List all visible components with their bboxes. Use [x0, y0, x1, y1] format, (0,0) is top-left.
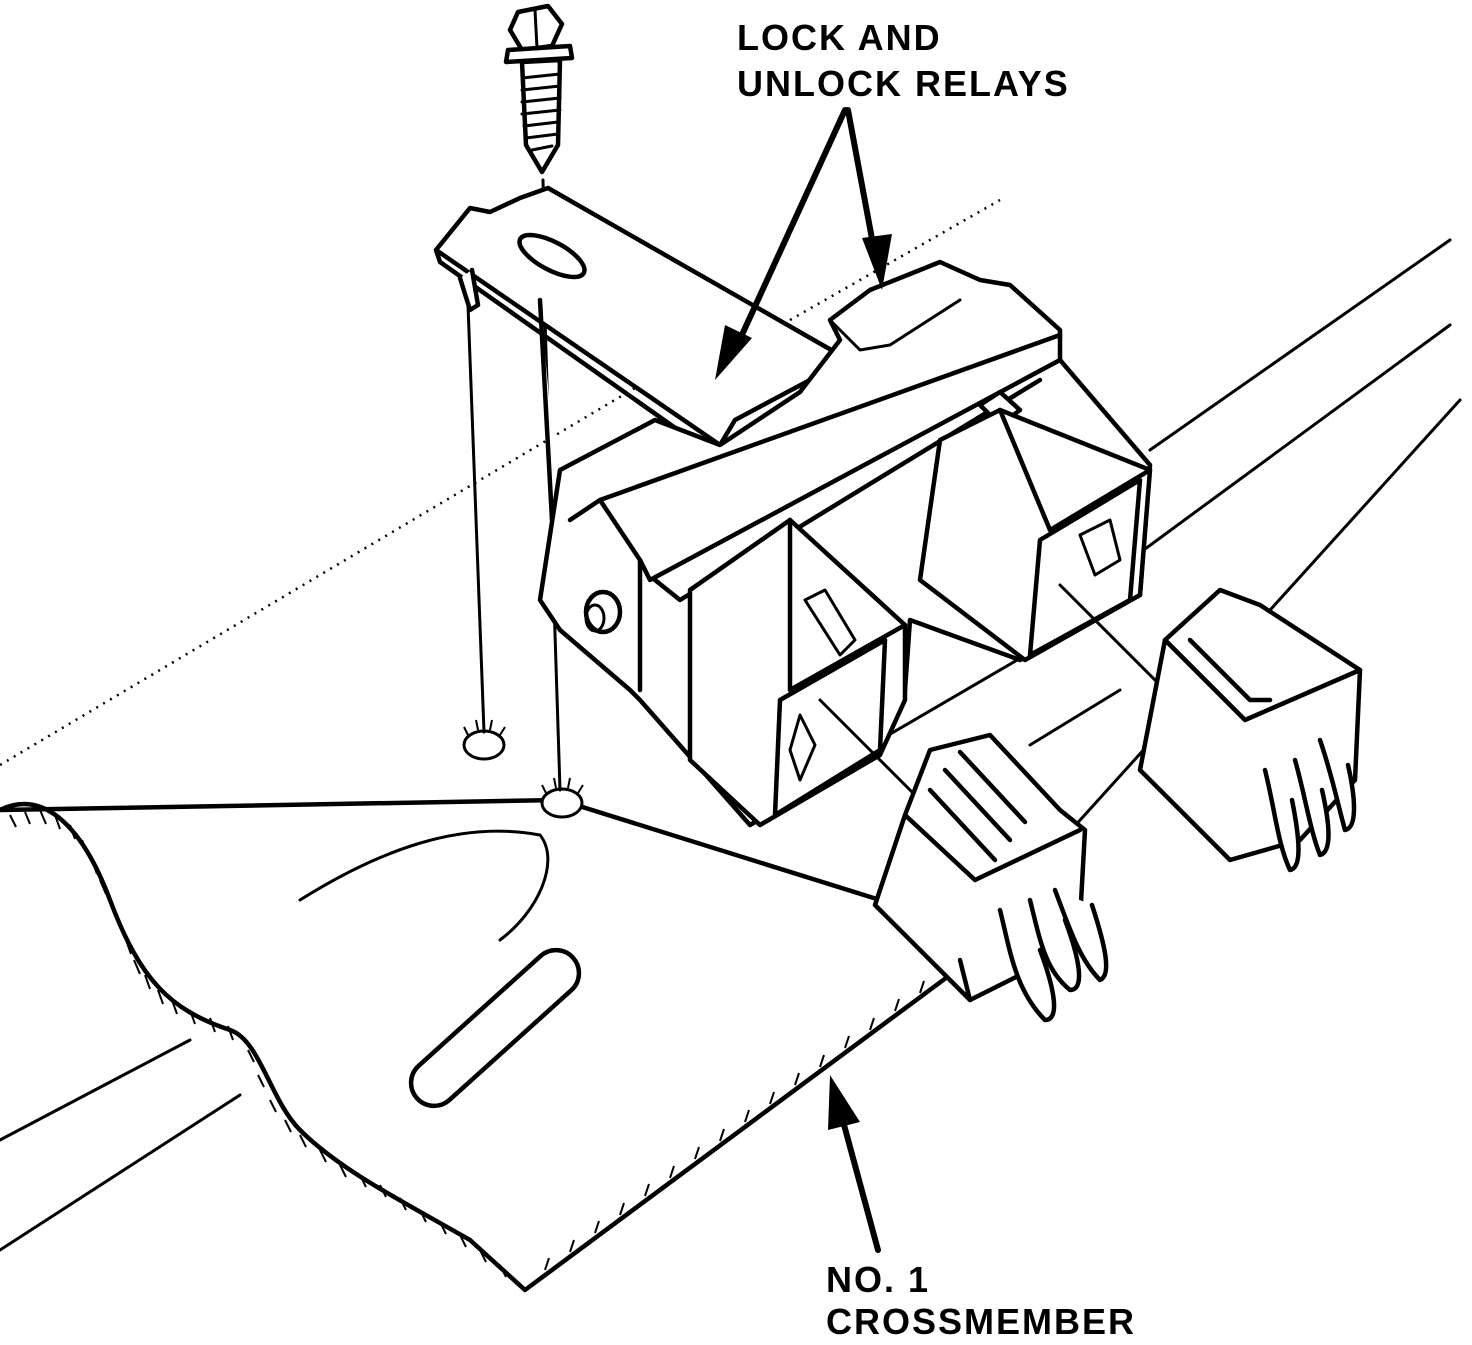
crossmember-plate: [0, 797, 953, 1293]
mounting-hole-left: [462, 729, 506, 761]
dotted-reference-lines: [0, 198, 1001, 767]
mounting-hole-right: [540, 787, 584, 819]
arrowhead-right: [862, 234, 892, 290]
crossmember-label-line2: CROSSMEMBER: [826, 1301, 1136, 1340]
leader-arrows: [715, 107, 892, 1253]
arrowhead-crossmember: [828, 1075, 860, 1130]
relay-socket-left: [687, 517, 982, 862]
label-relays: LOCK AND UNLOCK RELAYS: [737, 17, 1070, 104]
relay-leader-left: [732, 107, 848, 353]
relays-label-line2: UNLOCK RELAYS: [737, 63, 1070, 104]
arrowhead-left: [715, 325, 752, 380]
wiring-connector-left: [872, 732, 1109, 1023]
label-crossmember: NO. 1 CROSSMEMBER: [826, 1259, 1136, 1342]
screw: [503, 3, 575, 175]
crossmember-leader: [837, 1107, 881, 1253]
relays-label-line1: LOCK AND: [737, 17, 942, 58]
mounting-bracket: [433, 185, 843, 523]
relay-socket-right: [917, 407, 1162, 687]
wiring-connector-right: [1137, 587, 1363, 873]
relay-leader-right: [845, 107, 878, 258]
crossmember-label-line1: NO. 1: [826, 1259, 930, 1300]
